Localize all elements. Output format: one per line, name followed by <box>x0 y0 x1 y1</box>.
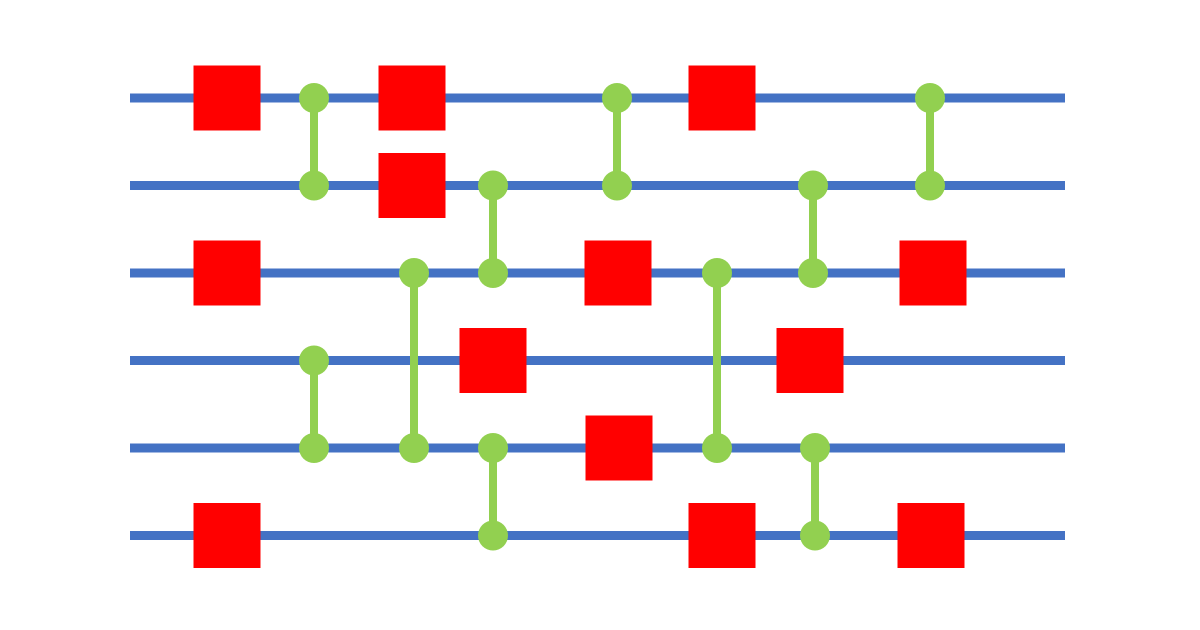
two-qubit-gate <box>478 433 508 551</box>
two-qubit-gate-control-dot <box>798 170 828 201</box>
single-qubit-gate <box>193 65 261 131</box>
two-qubit-gate <box>299 83 329 201</box>
two-qubit-gate-control-dot <box>299 345 329 376</box>
single-qubit-gate <box>193 240 261 306</box>
single-qubit-gate <box>585 415 653 481</box>
two-qubit-gate-control-dot <box>478 170 508 201</box>
two-qubit-gate-control-dot <box>478 433 508 463</box>
two-qubit-gate-target-dot <box>478 520 508 551</box>
two-qubit-gate <box>800 433 830 551</box>
single-qubit-gate <box>378 65 446 131</box>
two-qubit-gate-control-dot <box>399 258 429 288</box>
two-qubit-gate <box>478 170 508 288</box>
two-qubit-gate-target-dot <box>800 520 830 551</box>
single-qubit-gate <box>193 503 261 568</box>
two-qubit-gate-control-dot <box>602 83 632 113</box>
two-qubit-gate-target-dot <box>602 170 632 201</box>
two-qubit-gate-control-dot <box>702 258 732 288</box>
two-qubit-gate-target-dot <box>915 170 945 201</box>
two-qubit-gate-target-dot <box>399 433 429 463</box>
single-qubit-gate <box>899 240 967 306</box>
single-qubit-gate <box>897 503 965 568</box>
two-qubit-gate-control-dot <box>915 83 945 113</box>
two-qubit-gate <box>602 83 632 201</box>
two-qubit-gate-control-dot <box>800 433 830 463</box>
two-qubit-gate-target-dot <box>478 258 508 288</box>
single-qubit-gates <box>193 65 967 568</box>
two-qubit-gate-target-dot <box>299 433 329 463</box>
single-qubit-gate <box>459 328 527 393</box>
two-qubit-gate <box>915 83 945 201</box>
two-qubit-gate <box>798 170 828 288</box>
two-qubit-gate-control-dot <box>299 83 329 113</box>
single-qubit-gate <box>584 240 652 306</box>
two-qubit-gate <box>399 258 429 463</box>
two-qubit-gate <box>702 258 732 463</box>
two-qubit-gate-target-dot <box>299 170 329 201</box>
two-qubit-gate <box>299 345 329 463</box>
two-qubit-gates <box>299 83 945 551</box>
single-qubit-gate <box>776 328 844 393</box>
two-qubit-gate-target-dot <box>798 258 828 288</box>
two-qubit-gate-target-dot <box>702 433 732 463</box>
single-qubit-gate <box>688 65 756 131</box>
single-qubit-gate <box>378 153 446 218</box>
single-qubit-gate <box>688 503 756 568</box>
